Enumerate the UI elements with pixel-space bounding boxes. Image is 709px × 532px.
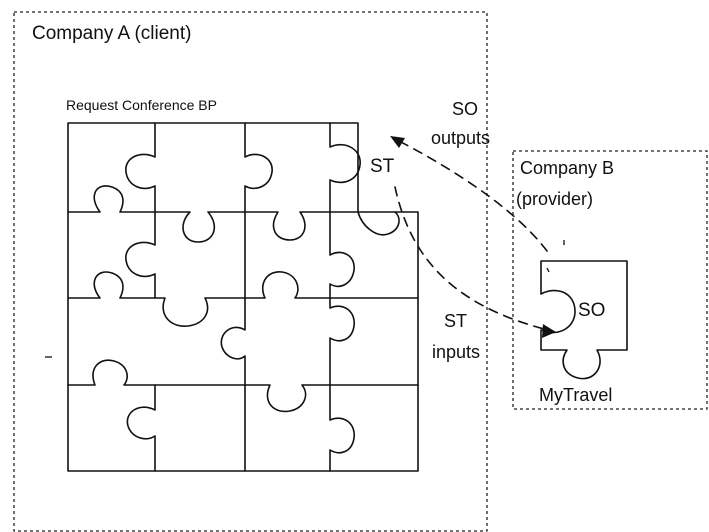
puzzle-knob-right — [357, 211, 400, 236]
service-name-label: MyTravel — [539, 385, 613, 405]
st-inputs-arrow-line — [394, 186, 549, 331]
tick-mark-piece — [546, 267, 550, 273]
st-inputs-label-line2: inputs — [432, 342, 481, 362]
st-inputs-arrowhead — [542, 324, 556, 338]
company-b-label: Company B — [520, 158, 615, 178]
puzzle-seam-h3 — [67, 359, 419, 413]
puzzle-seam-h2 — [67, 271, 419, 327]
so-outputs-arrow-line — [396, 139, 548, 252]
company-b-boundary — [512, 150, 708, 410]
process-label: Request Conference BP — [66, 97, 217, 113]
so-outputs-label-line2: outputs — [431, 128, 491, 148]
puzzle-seam-v2 — [220, 122, 273, 472]
puzzle-outline — [67, 122, 419, 472]
company-b-role: (provider) — [516, 189, 594, 209]
puzzle-seam-v1 — [125, 122, 156, 472]
st-top-label: ST — [370, 156, 395, 177]
so-outputs-label-line1: SO — [452, 99, 479, 119]
st-inputs-label-line1: ST — [444, 311, 468, 331]
company-a-boundary — [13, 11, 488, 532]
puzzle-seam-h1 — [67, 185, 359, 243]
so-outputs-arrowhead — [390, 136, 405, 148]
service-piece-so — [540, 260, 628, 380]
service-piece-label: SO — [578, 300, 606, 321]
company-a-label: Company A (client) — [32, 23, 192, 44]
puzzle-grid — [67, 122, 419, 472]
flow-arrows — [394, 139, 549, 331]
puzzle-seam-v3 — [329, 122, 361, 472]
